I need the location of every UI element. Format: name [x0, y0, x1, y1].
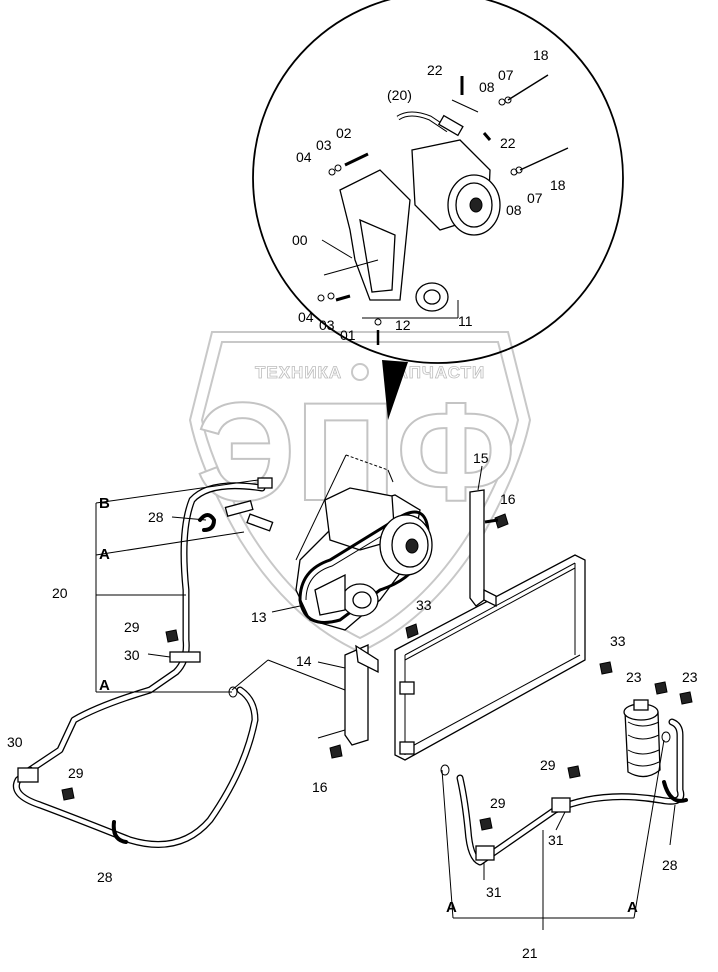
- callout-07-top: 07: [498, 67, 514, 83]
- callout-12: 12: [395, 317, 411, 333]
- callout-03-top: 03: [316, 137, 332, 153]
- callout-08-top: 08: [479, 79, 495, 95]
- callout-21: 21: [522, 945, 538, 961]
- bolt-33-right: [599, 661, 613, 675]
- callout-20-paren: (20): [387, 87, 412, 103]
- bolt-16-bot: [329, 744, 343, 759]
- callout-04-bot: 04: [298, 309, 314, 325]
- receiver-drier: [623, 699, 661, 778]
- callout-A-top: A: [99, 546, 110, 563]
- callout-33-left: 33: [416, 597, 432, 613]
- bracket-14: [344, 644, 379, 746]
- callout-04-top: 04: [296, 149, 312, 165]
- callout-28-bot: 28: [97, 869, 113, 885]
- callout-20: 20: [52, 585, 68, 601]
- callout-13: 13: [251, 609, 267, 625]
- callout-07-mid: 07: [527, 190, 543, 206]
- hose-20: [26, 482, 266, 774]
- callout-33-right: 33: [610, 633, 626, 649]
- watermark-text-right: ЗАПЧАСТИ: [384, 363, 485, 382]
- hose-fittings: [17, 477, 688, 861]
- callout-02: 02: [336, 125, 352, 141]
- bolts: [61, 513, 693, 831]
- callout-16-top: 16: [500, 491, 516, 507]
- callout-16-bot: 16: [312, 779, 328, 795]
- bolt-16-top: [494, 513, 509, 529]
- bolt-23-b: [679, 691, 693, 705]
- condenser: [394, 554, 586, 761]
- detail-pointer: [382, 360, 408, 420]
- callout-28-right: 28: [662, 857, 678, 873]
- callout-22-mid: 22: [500, 135, 516, 151]
- watermark-text-left: ТЕХНИКА: [255, 363, 342, 382]
- callout-labels: 22 08 07 18 (20) 22 03 02 04 18 07 08 00…: [7, 47, 698, 961]
- callout-B: B: [99, 495, 110, 512]
- callout-14: 14: [296, 653, 312, 669]
- callout-00: 00: [292, 232, 308, 248]
- leader-lines: [95, 465, 676, 930]
- callout-A-bot-right: A: [627, 899, 638, 916]
- callout-29-left: 29: [124, 619, 140, 635]
- bracket-15: [469, 489, 497, 608]
- detail-circle: [252, 0, 624, 420]
- bolt-29-left: [165, 629, 179, 643]
- callout-11: 11: [458, 313, 473, 329]
- callout-18-mid: 18: [550, 177, 566, 193]
- hose-21: [456, 718, 685, 866]
- callout-30-left: 30: [124, 647, 140, 663]
- callout-08-mid: 08: [506, 202, 522, 218]
- bolt-23-a: [654, 681, 668, 695]
- callout-22-top: 22: [427, 62, 443, 78]
- bolt-29-right: [567, 765, 581, 779]
- bolt-29-bot: [61, 787, 75, 801]
- detail-compressor: [317, 74, 569, 345]
- callout-A-mid: A: [99, 677, 110, 694]
- callout-23-b: 23: [682, 669, 698, 685]
- hose-lower: [12, 686, 259, 848]
- callout-28-top: 28: [148, 509, 164, 525]
- compressor-assembly: [295, 454, 433, 631]
- callout-31-bot: 31: [486, 884, 502, 900]
- callout-29-bot: 29: [68, 765, 84, 781]
- callout-29-mid: 29: [490, 795, 506, 811]
- callout-03-bot: 03: [319, 317, 335, 333]
- callout-31-right: 31: [548, 832, 564, 848]
- callout-30-bot: 30: [7, 734, 23, 750]
- callout-23-a: 23: [626, 669, 642, 685]
- callout-29-right: 29: [540, 757, 556, 773]
- callout-15: 15: [473, 450, 489, 466]
- bolt-29-mid: [479, 817, 493, 831]
- callout-A-bot-left: A: [446, 899, 457, 916]
- bolt-33-left: [405, 623, 419, 639]
- callout-01: 01: [340, 327, 356, 343]
- callout-18-top: 18: [533, 47, 549, 63]
- gear-icon: [351, 363, 369, 381]
